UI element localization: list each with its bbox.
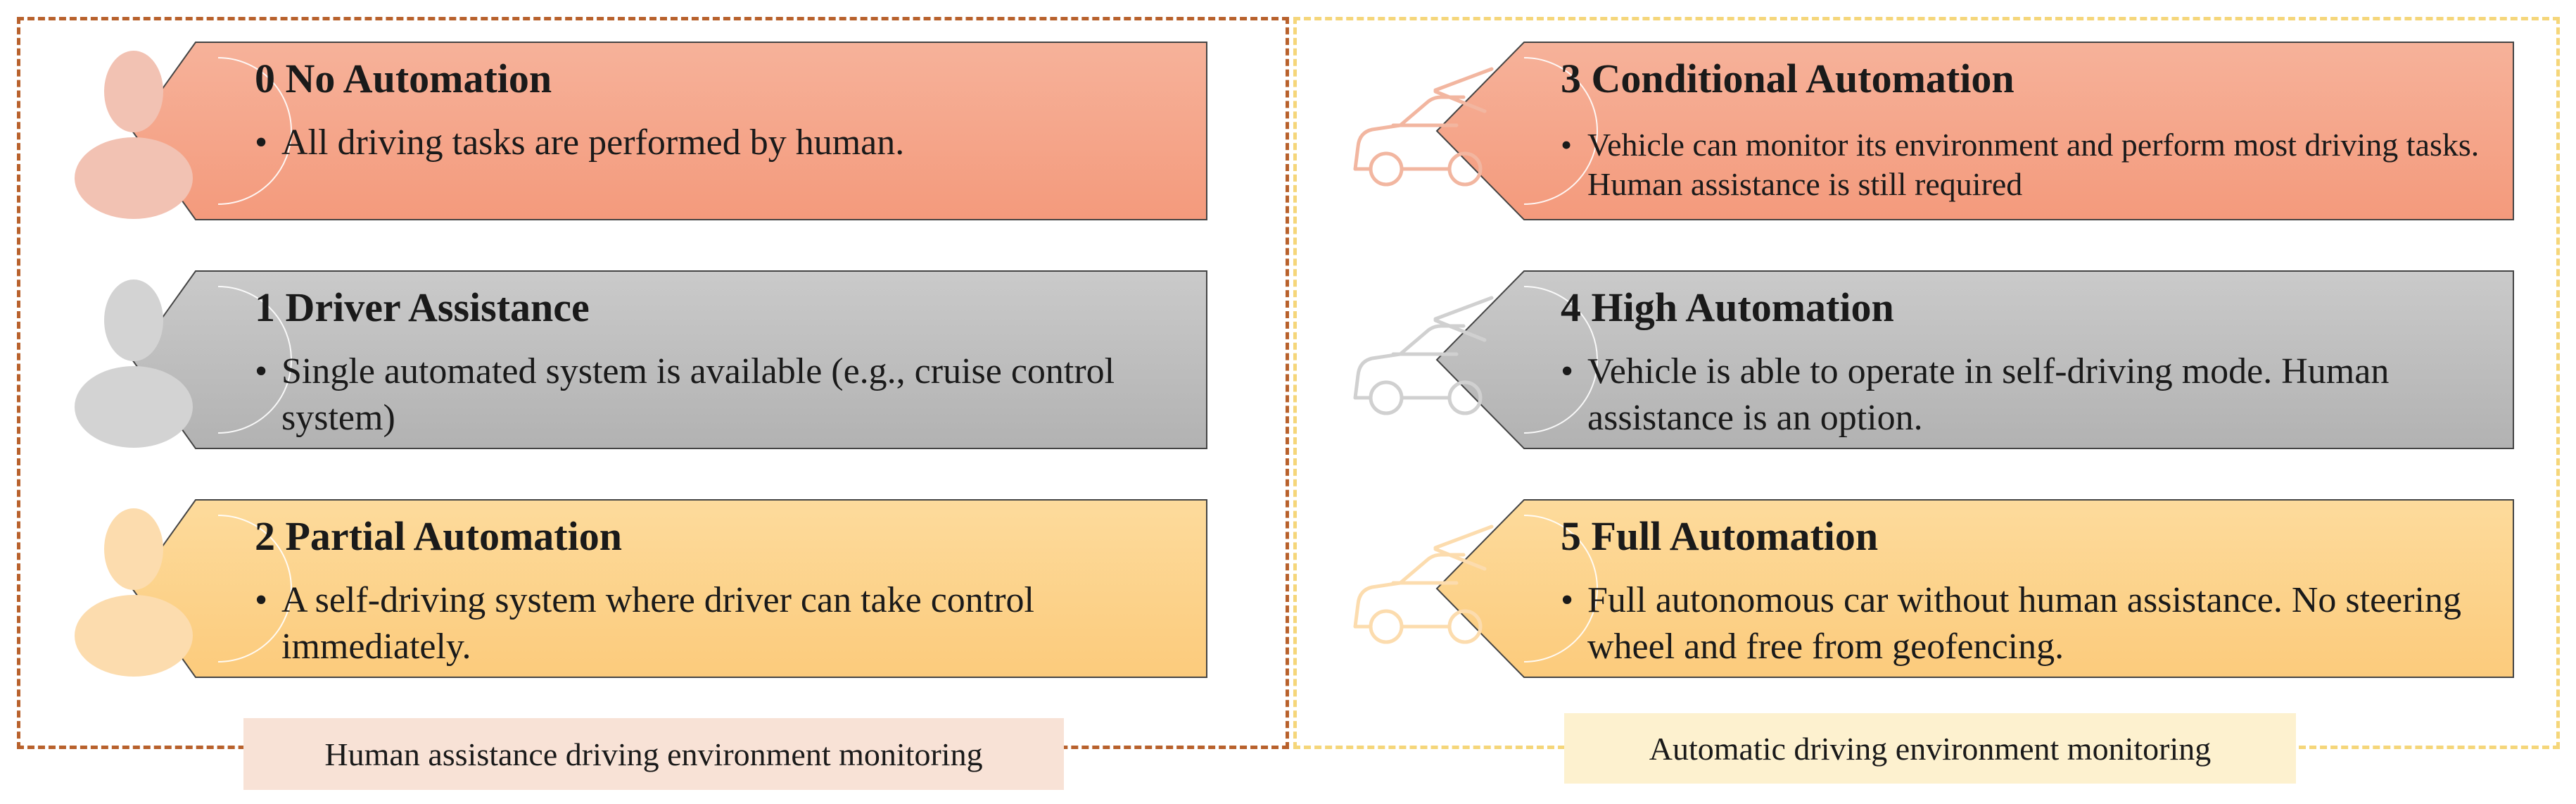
level-5-row: 5 Full Automation • Full autonomous car … — [1351, 498, 2519, 681]
level-1-description: • Single automated system is available (… — [255, 348, 1191, 441]
level-5-title: 5 Full Automation — [1561, 513, 1879, 559]
level-0-title: 0 No Automation — [255, 56, 552, 101]
level-2-banner — [75, 499, 1207, 678]
level-5-description-text: Full autonomous car without human assist… — [1587, 580, 2462, 667]
person-icon — [75, 508, 193, 677]
level-4-banner — [1353, 270, 2514, 449]
level-0-description: • All driving tasks are performed by hum… — [255, 120, 1191, 166]
car-icon — [1353, 67, 1494, 187]
level-3-title: 3 Conditional Automation — [1561, 56, 2015, 101]
level-2-description-text: A self-driving system where driver can t… — [281, 580, 1034, 667]
level-5-description: • Full autonomous car without human assi… — [1561, 577, 2496, 670]
level-3-description-text: Vehicle can monitor its environment and … — [1587, 127, 2480, 202]
level-1-banner — [75, 270, 1207, 449]
person-icon — [75, 279, 193, 448]
bullet: • — [1561, 580, 1574, 620]
level-0-row: 0 No Automation • All driving tasks are … — [70, 41, 1210, 224]
car-icon — [1353, 296, 1494, 415]
level-1-title: 1 Driver Assistance — [255, 284, 590, 330]
level-3-banner — [1353, 42, 2514, 220]
level-0-description-text: All driving tasks are performed by human… — [281, 123, 905, 163]
bullet: • — [1561, 127, 1573, 163]
bullet: • — [1561, 351, 1574, 391]
bullet: • — [255, 351, 268, 391]
bullet: • — [255, 123, 268, 163]
level-2-title: 2 Partial Automation — [255, 513, 622, 559]
level-5-banner — [1353, 499, 2514, 678]
level-0-banner — [75, 42, 1207, 220]
level-3-row: 3 Conditional Automation • Vehicle can m… — [1351, 41, 2519, 224]
level-4-title: 4 High Automation — [1561, 284, 1894, 330]
level-4-description-text: Vehicle is able to operate in self-drivi… — [1587, 351, 2390, 438]
level-2-description: • A self-driving system where driver can… — [255, 577, 1191, 670]
level-1-description-text: Single automated system is available (e.… — [281, 351, 1115, 438]
level-1-row: 1 Driver Assistance • Single automated s… — [70, 270, 1210, 453]
level-4-row: 4 High Automation • Vehicle is able to o… — [1351, 270, 2519, 453]
bullet: • — [255, 580, 268, 620]
level-2-row: 2 Partial Automation • A self-driving sy… — [70, 498, 1210, 681]
person-icon — [75, 51, 193, 219]
level-4-description: • Vehicle is able to operate in self-dri… — [1561, 348, 2496, 441]
automatic-monitoring-caption: Automatic driving environment monitoring — [1564, 713, 2296, 784]
car-icon — [1353, 525, 1494, 644]
level-3-description: • Vehicle can monitor its environment an… — [1561, 125, 2496, 204]
human-monitoring-caption: Human assistance driving environment mon… — [243, 718, 1064, 790]
